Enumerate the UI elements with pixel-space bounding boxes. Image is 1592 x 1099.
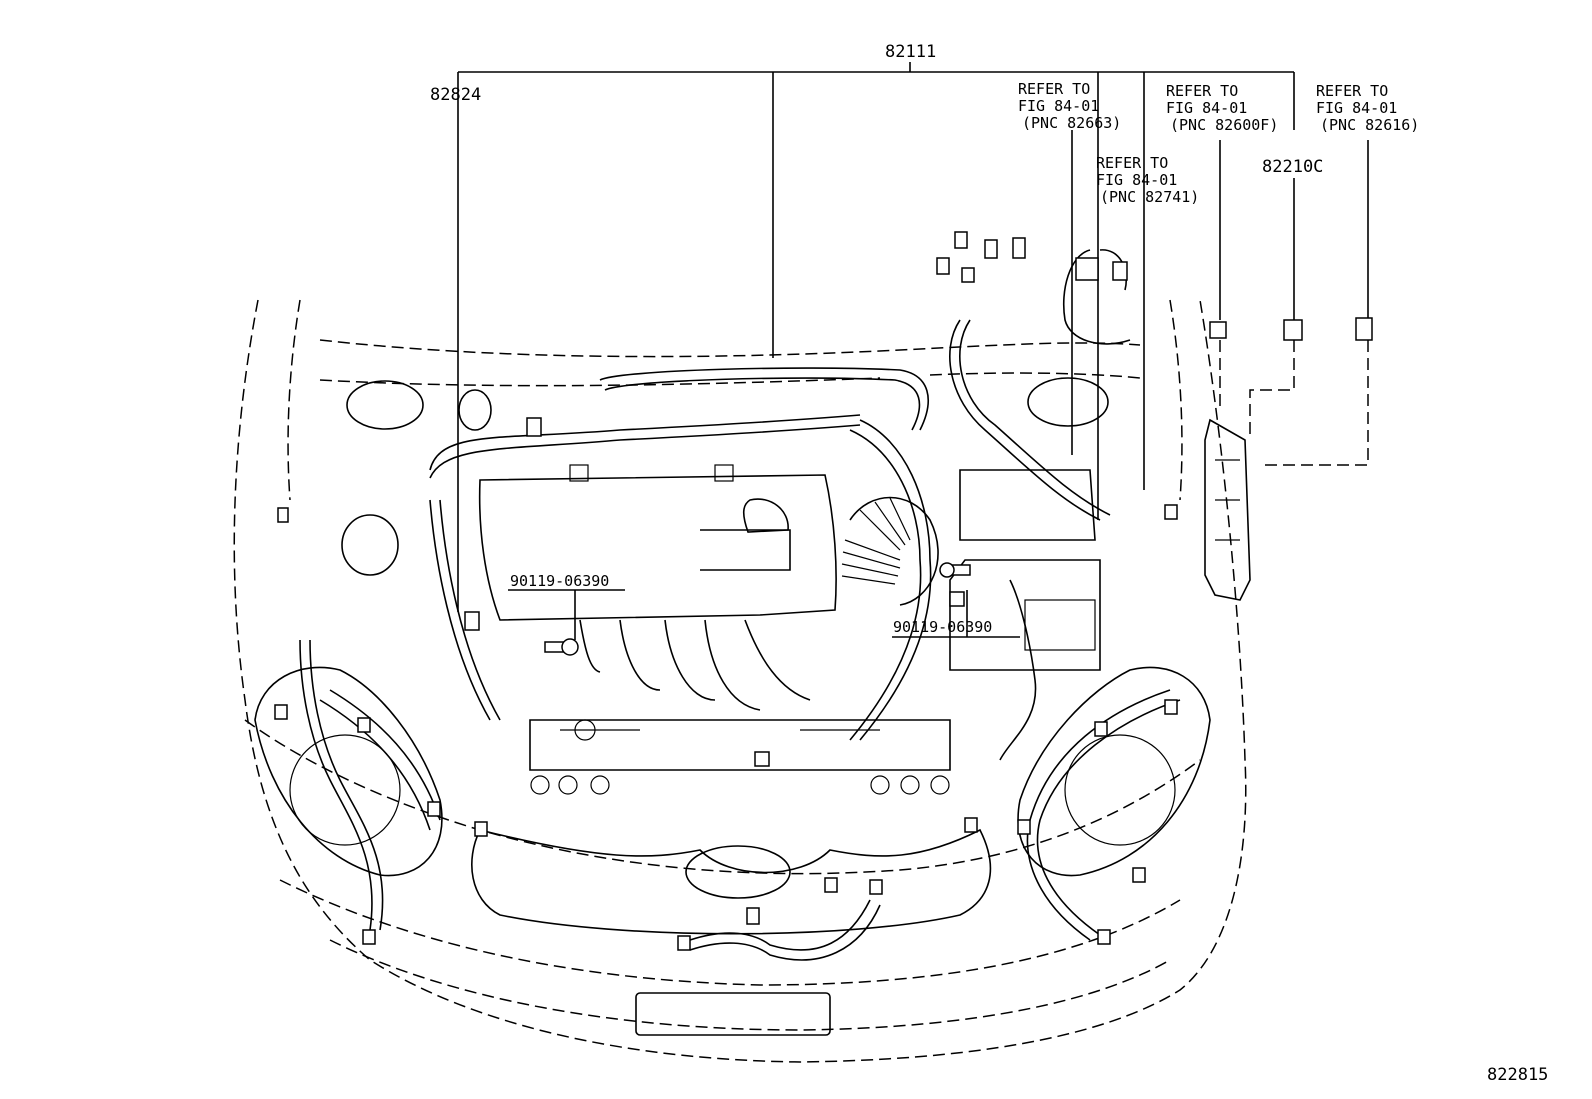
- connector: [427, 801, 441, 817]
- svg-text:FIG 84-01: FIG 84-01: [1018, 97, 1099, 115]
- connector: [1017, 819, 1031, 835]
- leader-lines: [457, 62, 1369, 640]
- label-bolt-right: 90119-06390: [893, 618, 992, 636]
- connector: [961, 267, 975, 283]
- connector: [1164, 504, 1178, 520]
- refer-note-82600f: REFER TO FIG 84-01 (PNC 82600F): [1166, 82, 1278, 134]
- connector: [474, 821, 488, 837]
- connector: [1075, 257, 1099, 281]
- connector: [464, 611, 480, 631]
- svg-text:FIG 84-01: FIG 84-01: [1096, 171, 1177, 189]
- connector: [949, 591, 965, 607]
- connector: [362, 929, 376, 945]
- svg-text:FIG 84-01: FIG 84-01: [1316, 99, 1397, 117]
- connector: [954, 231, 968, 249]
- connector: [869, 879, 883, 895]
- connector: [1164, 699, 1178, 715]
- bolts: [544, 562, 971, 656]
- svg-text:(PNC 82663): (PNC 82663): [1022, 114, 1121, 132]
- headlamps: [254, 666, 1211, 877]
- refer-note-82741: REFER TO FIG 84-01 (PNC 82741): [1096, 154, 1199, 206]
- connector: [984, 239, 998, 259]
- front-grille: [471, 828, 992, 1036]
- connector: [936, 257, 950, 275]
- connector: [1094, 721, 1108, 737]
- refer-note-82663: REFER TO FIG 84-01 (PNC 82663): [1018, 80, 1121, 132]
- connectors: [274, 231, 1373, 951]
- battery-area: [949, 469, 1101, 761]
- label-82111: 82111: [885, 42, 936, 62]
- connector: [1283, 319, 1303, 341]
- label-82210c: 82210C: [1262, 157, 1323, 177]
- connector: [824, 877, 838, 893]
- svg-text:(PNC 82741): (PNC 82741): [1100, 188, 1199, 206]
- strut-towers: [341, 377, 1109, 576]
- engine: [478, 464, 951, 795]
- label-bolt-left: 90119-06390: [510, 572, 609, 590]
- connector: [746, 907, 760, 925]
- license-plate-area: [635, 992, 831, 1036]
- connector: [357, 717, 371, 733]
- connector: [1355, 317, 1373, 341]
- connector: [1097, 929, 1111, 945]
- emblem: [685, 845, 791, 899]
- connector: [526, 417, 542, 437]
- connector: [1132, 867, 1146, 883]
- svg-text:REFER TO: REFER TO: [1096, 154, 1168, 172]
- label-82824: 82824: [430, 85, 481, 105]
- vehicle-body: [233, 299, 1247, 1063]
- svg-text:(PNC 82616): (PNC 82616): [1320, 116, 1419, 134]
- svg-text:FIG 84-01: FIG 84-01: [1166, 99, 1247, 117]
- connector: [277, 507, 289, 523]
- relay-module: [1204, 418, 1251, 601]
- wire-harness: [299, 249, 1181, 961]
- connector: [964, 817, 978, 833]
- connector: [1012, 237, 1026, 259]
- refer-note-82616: REFER TO FIG 84-01 (PNC 82616): [1316, 82, 1419, 134]
- svg-text:REFER TO: REFER TO: [1316, 82, 1388, 100]
- labels: 82111 82824 82210C 90119-06390 90119-063…: [430, 42, 1548, 1085]
- svg-text:(PNC 82600F): (PNC 82600F): [1170, 116, 1278, 134]
- connector: [754, 751, 770, 767]
- connector: [274, 704, 288, 720]
- air-intake: [841, 496, 939, 606]
- bolt-left: [544, 638, 579, 656]
- figure-id: 822815: [1487, 1065, 1548, 1085]
- connector: [677, 935, 691, 951]
- svg-text:REFER TO: REFER TO: [1166, 82, 1238, 100]
- connector: [1112, 261, 1128, 281]
- dashed-leaders: [1219, 340, 1369, 466]
- connector: [1209, 321, 1227, 339]
- bolt-right: [939, 562, 971, 578]
- svg-text:REFER TO: REFER TO: [1018, 80, 1090, 98]
